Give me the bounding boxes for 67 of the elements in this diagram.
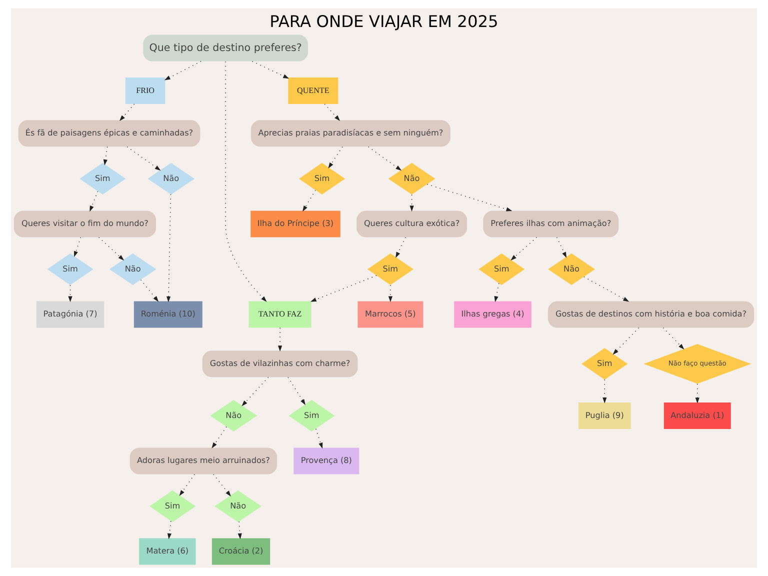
arrow [510, 237, 537, 260]
node-diamond: Sim [367, 253, 414, 286]
node-box: Roménia (10) [134, 301, 202, 328]
arrow [662, 327, 684, 350]
arrow [278, 327, 282, 352]
node-box: Gostas de vilazinhas com charme? [202, 350, 358, 378]
arrow [90, 191, 98, 212]
arrow [288, 376, 306, 406]
arrow [602, 379, 607, 404]
arrow [98, 237, 124, 260]
node-box: Ilhas gregas (4) [454, 301, 532, 328]
arrow [126, 146, 161, 171]
arrow [103, 146, 108, 166]
arrow [252, 61, 290, 79]
arrow [167, 520, 172, 540]
node-diamond: Não [548, 253, 595, 286]
node-box: Aprecias praias paradisíacas e sem ninguém? [250, 120, 450, 147]
node-box: Queres cultura exótica? [356, 210, 467, 238]
arrow [212, 426, 227, 448]
node-box: Matera (6) [139, 538, 196, 565]
node-box: Queres visitar o fim do mundo? [14, 210, 156, 238]
arrow [213, 474, 231, 497]
arrow [179, 474, 195, 496]
arrow [410, 194, 414, 212]
arrow [328, 146, 343, 168]
arrow [584, 276, 630, 302]
node-diamond: Não [148, 162, 195, 195]
arrow [324, 104, 340, 121]
node-box: Puglia (9) [578, 402, 631, 429]
node-box: Preferes ilhas com animação? [483, 210, 619, 238]
node-box: TANTO FAZ [248, 301, 312, 328]
node-box: Adoras lugares meio arruinados? [130, 448, 278, 474]
arrow [68, 284, 72, 302]
arrow [242, 376, 269, 406]
node-box: FRIO [125, 77, 166, 104]
arrow [368, 146, 402, 171]
arrow [695, 384, 700, 404]
arrow [310, 275, 377, 302]
arrow [302, 190, 316, 212]
arrow [166, 194, 172, 302]
node-box: Andaluzia (1) [664, 402, 731, 429]
arrow [164, 61, 202, 80]
arrow [140, 280, 159, 302]
node-box: Marrocos (5) [358, 301, 424, 328]
node-box: Provença (8) [294, 448, 360, 474]
node-diamond: Não [388, 162, 436, 195]
arrow [494, 282, 500, 302]
arrow [426, 184, 512, 212]
node-box: Patagónia (7) [36, 301, 104, 328]
arrow [238, 521, 242, 540]
node-diamond: Sim [80, 162, 126, 195]
arrow [612, 327, 640, 355]
arrow [225, 61, 267, 302]
node-diamond: Sim [47, 253, 94, 286]
arrow [388, 284, 392, 302]
arrow [556, 237, 567, 258]
node-box: Que tipo de destino preferes? [143, 34, 308, 62]
node-box: Ilha do Príncipe (3) [250, 210, 340, 238]
diagram-title: PARA ONDE VIAJAR EM 2025 [270, 12, 498, 32]
arrow [74, 237, 82, 258]
node-box: Croácia (2) [212, 538, 270, 565]
node-box: És fã de paisagens épicas e caminhadas? [18, 120, 200, 147]
arrow [396, 237, 406, 258]
arrow [316, 428, 323, 449]
node-box: Gostas de destinos com história e boa comida? [548, 301, 754, 328]
node-box: QUENTE [288, 77, 338, 104]
arrow [119, 104, 135, 122]
